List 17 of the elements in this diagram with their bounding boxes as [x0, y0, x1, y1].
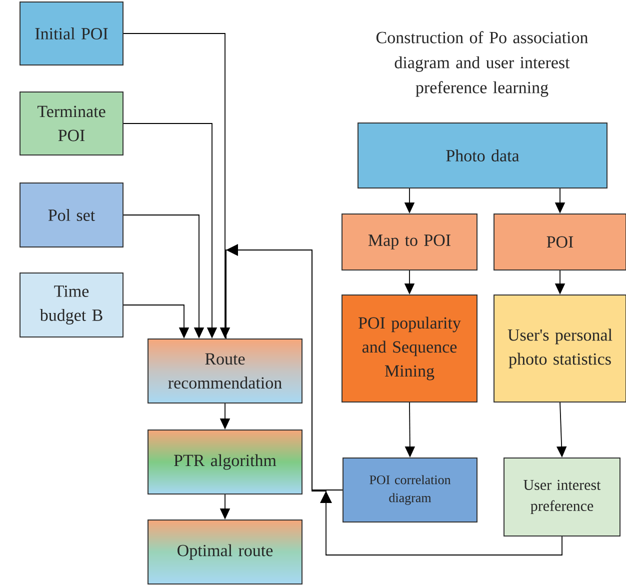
process-box: POI [494, 214, 626, 270]
process-box: Photo data [358, 122, 608, 188]
arrow [226, 244, 343, 490]
process-box: Optimal route [148, 520, 302, 584]
process-box: User interest preference [504, 458, 620, 536]
process-box: POI popularity and Sequence Mining [342, 294, 478, 402]
input-box: Initial POI [20, 2, 124, 66]
title: Construction of Po association diagram and user interest preference learning [376, 31, 588, 97]
process-box: User's personal photo statistics [494, 294, 626, 402]
input-box: Time budget B [20, 272, 124, 338]
input-box: Terminate POI [20, 92, 124, 156]
process-box: POI correlation diagram [342, 458, 478, 522]
process-box: Map to POI [342, 214, 478, 270]
process-box: PTR algorithm [148, 430, 302, 494]
input-box: Pol set [20, 182, 124, 248]
arrow [226, 250, 562, 556]
process-box: Route recommendation [148, 338, 302, 404]
